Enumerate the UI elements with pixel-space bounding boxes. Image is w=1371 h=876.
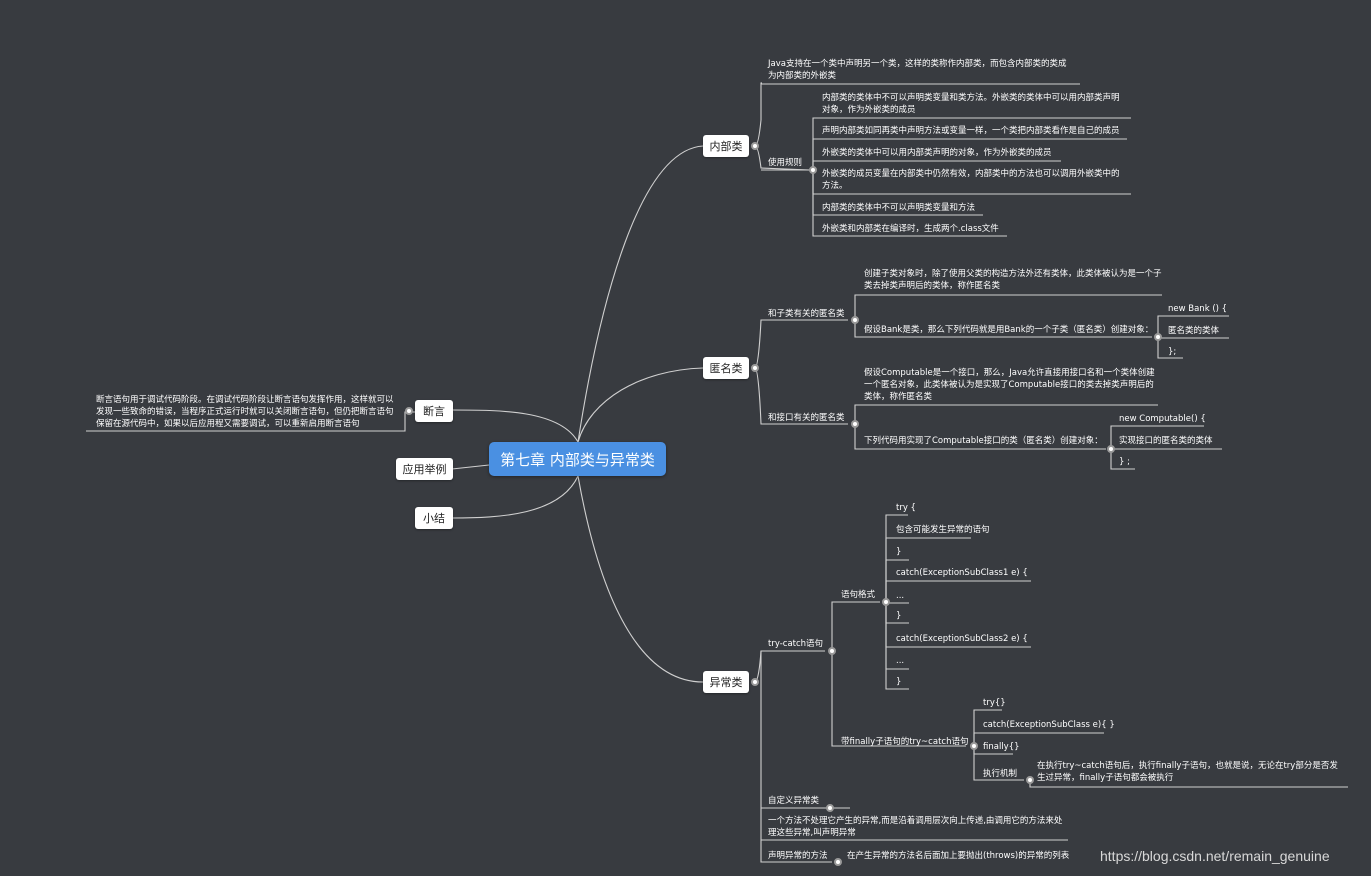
custom-exception-label[interactable]: 自定义异常类 — [768, 796, 820, 806]
anon-interface-description[interactable]: 假设Computable是一个接口，那么，Java允许直接用接口名和一个类体创建… — [864, 368, 1155, 402]
code-line[interactable]: new Computable() { — [1119, 414, 1206, 424]
collapse-toggle[interactable] — [1107, 445, 1115, 453]
code-line[interactable]: 匿名类的类体 — [1168, 326, 1220, 336]
anon-subclass-label[interactable]: 和子类有关的匿名类 — [768, 309, 845, 319]
inner-rule-item[interactable]: 内部类的类体中不可以声明类变量和方法 — [822, 203, 976, 213]
code-line[interactable]: catch(ExceptionSubClass1 e) { — [896, 568, 1028, 578]
assert-description[interactable]: 断言语句用于调试代码阶段。在调试代码阶段让断言语句发挥作用，这样就可以发现一些致… — [96, 395, 394, 429]
collapse-toggle[interactable] — [1154, 333, 1162, 341]
declare-exception-label[interactable]: 声明异常的方法 — [768, 851, 828, 861]
try-catch-label[interactable]: try-catch语句 — [768, 639, 824, 649]
code-line[interactable]: }; — [1168, 347, 1177, 357]
collapse-toggle[interactable] — [882, 598, 890, 606]
code-line[interactable]: catch(ExceptionSubClass e){ } — [983, 720, 1115, 730]
declare-exception-description[interactable]: 在产生异常的方法名后面加上要抛出(throws)的异常的列表 — [847, 851, 1070, 861]
code-line[interactable]: finally{} — [983, 742, 1020, 752]
inner-rule-item[interactable]: 声明内部类如同再类中声明方法或变量一样，一个类把内部类看作是自己的成员 — [822, 126, 1120, 136]
code-line[interactable]: try { — [896, 503, 916, 513]
inner-class-definition[interactable]: Java支持在一个类中声明另一个类，这样的类称作内部类，而包含内部类的类成为内部… — [768, 59, 1067, 81]
collapse-toggle[interactable] — [751, 678, 759, 686]
branch-summary[interactable]: 小结 — [415, 507, 453, 529]
inner-rules-label[interactable]: 使用规则 — [768, 158, 803, 168]
collapse-toggle[interactable] — [834, 858, 842, 866]
collapse-toggle[interactable] — [826, 804, 834, 812]
code-line[interactable]: new Bank () { — [1168, 304, 1228, 314]
collapse-toggle[interactable] — [809, 166, 817, 174]
mechanism-label[interactable]: 执行机制 — [983, 769, 1018, 779]
collapse-toggle[interactable] — [851, 420, 859, 428]
anon-subclass-description[interactable]: 创建子类对象时，除了使用父类的构造方法外还有类体，此类体被认为是一个子类去掉类声… — [864, 269, 1162, 291]
anon-subclass-example[interactable]: 假设Bank是类，那么下列代码就是用Bank的一个子类（匿名类）创建对象： — [864, 325, 1154, 335]
code-line[interactable]: 实现接口的匿名类的类体 — [1119, 436, 1213, 446]
anon-interface-label[interactable]: 和接口有关的匿名类 — [768, 413, 845, 423]
code-line[interactable]: } ; — [1119, 457, 1130, 467]
branch-inner-class[interactable]: 内部类 — [703, 135, 749, 157]
branch-anonymous-class[interactable]: 匿名类 — [703, 357, 749, 379]
propagate-description[interactable]: 一个方法不处理它产生的异常,而是沿着调用层次向上传递,由调用它的方法来处理这些异… — [768, 816, 1063, 838]
code-line[interactable]: } — [896, 677, 902, 687]
code-line[interactable]: try{} — [983, 698, 1006, 708]
finally-label[interactable]: 带finally子语句的try~catch语句 — [841, 737, 969, 747]
collapse-toggle[interactable] — [405, 407, 413, 415]
inner-rule-item[interactable]: 内部类的类体中不可以声明类变量和类方法。外嵌类的类体中可以用内部类声明对象，作为… — [822, 93, 1120, 115]
branch-assert[interactable]: 断言 — [415, 400, 453, 422]
anon-interface-example[interactable]: 下列代码用实现了Computable接口的类（匿名类）创建对象： — [864, 436, 1103, 446]
inner-rule-item[interactable]: 外嵌类的成员变量在内部类中仍然有效，内部类中的方法也可以调用外嵌类中的方法。 — [822, 169, 1120, 191]
code-line[interactable]: catch(ExceptionSubClass2 e) { — [896, 634, 1028, 644]
collapse-toggle[interactable] — [851, 316, 859, 324]
collapse-toggle[interactable] — [751, 364, 759, 372]
code-line[interactable]: ... — [896, 591, 905, 601]
collapse-toggle[interactable] — [828, 647, 836, 655]
syntax-format-label[interactable]: 语句格式 — [841, 590, 876, 600]
inner-rule-item[interactable]: 外嵌类和内部类在编译时，生成两个.class文件 — [822, 224, 999, 234]
code-line[interactable]: 包含可能发生异常的语句 — [896, 525, 990, 535]
collapse-toggle[interactable] — [751, 142, 759, 150]
code-line[interactable]: } — [896, 611, 902, 621]
code-line[interactable]: ... — [896, 656, 905, 666]
branch-example[interactable]: 应用举例 — [396, 458, 453, 480]
branch-exception-class[interactable]: 异常类 — [703, 671, 749, 693]
collapse-toggle[interactable] — [1026, 776, 1034, 784]
inner-rule-item[interactable]: 外嵌类的类体中可以用内部类声明的对象，作为外嵌类的成员 — [822, 148, 1052, 158]
central-topic[interactable]: 第七章 内部类与异常类 — [489, 442, 666, 476]
collapse-toggle[interactable] — [970, 742, 978, 750]
mechanism-description[interactable]: 在执行try~catch语句后，执行finally子语句，也就是说，无论在try… — [1037, 761, 1338, 783]
watermark: https://blog.csdn.net/remain_genuine — [1100, 848, 1330, 864]
code-line[interactable]: } — [896, 547, 902, 557]
